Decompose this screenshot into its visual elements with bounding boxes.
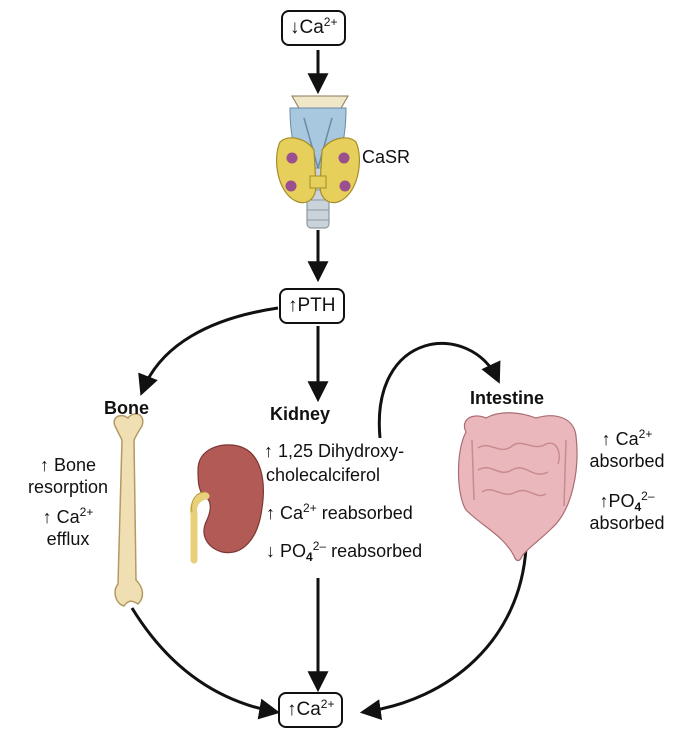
up-arrow-symbol: ↑ bbox=[287, 699, 297, 720]
intestine-effect2-ion: PO bbox=[608, 491, 635, 511]
intestine-illustration bbox=[457, 412, 578, 562]
bone-efflux-charge: 2+ bbox=[79, 505, 94, 519]
kidney-effect3-charge: 2– bbox=[312, 539, 327, 553]
ion-symbol: Ca bbox=[299, 17, 324, 38]
down-arrow-symbol: ↓ bbox=[290, 17, 300, 38]
arrow-intestine-to-ca bbox=[359, 547, 528, 721]
intestine-effect2-sub: 4 bbox=[634, 500, 642, 514]
kidney-effect3-text: reabsorbed bbox=[331, 541, 423, 561]
low-calcium-box: ↓Ca2+ bbox=[281, 10, 347, 46]
pth-label: PTH bbox=[297, 295, 336, 316]
kidney-effect1-line1: 1,25 Dihydroxy- bbox=[278, 441, 405, 461]
intestine-effect1-ion-line: ↑ Ca2+ bbox=[578, 428, 676, 450]
arrow-kidney-to-intestine bbox=[377, 341, 501, 439]
kidney-effect-calcitriol: ↑ 1,25 Dihydroxy- bbox=[264, 440, 404, 462]
intestine-effect1-text: absorbed bbox=[589, 451, 665, 471]
bone-illustration bbox=[113, 413, 144, 607]
down-arrow-symbol: ↓ bbox=[266, 541, 275, 561]
kidney-effect2-text: reabsorbed bbox=[321, 503, 413, 523]
kidney-effect-po4-reabsorbed: ↓ PO42– reabsorbed bbox=[266, 539, 423, 564]
thyroid-gland-illustration bbox=[276, 95, 360, 229]
pth-box: ↑PTH bbox=[279, 288, 345, 324]
up-arrow-symbol: ↑ bbox=[39, 455, 49, 475]
intestine-effect-po4-absorbed: ↑PO42– absorbed bbox=[578, 490, 676, 534]
kidney-effect1-line2: cholecalciferol bbox=[266, 465, 381, 485]
intestine-effect2-charge: 2– bbox=[641, 489, 655, 503]
ion-symbol: Ca bbox=[296, 699, 321, 720]
up-arrow-symbol: ↑ bbox=[266, 503, 275, 523]
kidney-effect2-ion: Ca bbox=[280, 503, 304, 523]
intestine-effect1-ion: Ca bbox=[615, 429, 639, 449]
arrow-pth-to-bone bbox=[138, 306, 279, 396]
ion-charge: 2+ bbox=[323, 15, 338, 29]
bone-effects: ↑ Bone resorption ↑ Ca2+ efflux bbox=[16, 454, 120, 550]
up-arrow-symbol: ↑ bbox=[264, 441, 273, 461]
bone-effect-efflux: ↑ Ca2+ bbox=[16, 506, 120, 528]
kidney-effect-ca-reabsorbed: ↑ Ca2+ reabsorbed bbox=[266, 502, 413, 524]
gland-receptor-label: CaSR bbox=[362, 147, 411, 167]
arrow-bone-to-ca bbox=[130, 607, 281, 720]
kidney-effect3-ion: PO bbox=[280, 541, 307, 561]
ion-charge: 2+ bbox=[320, 697, 335, 711]
up-arrow-symbol: ↑ bbox=[601, 429, 611, 449]
intestine-effect2-ion-line: ↑PO42– bbox=[578, 489, 676, 514]
intestine-title: Intestine bbox=[470, 388, 545, 408]
kidney-effect2-charge: 2+ bbox=[303, 501, 317, 515]
bone-resorption-line2: resorption bbox=[27, 477, 109, 497]
bone-effect-resorption: ↑ Bone bbox=[16, 454, 120, 476]
bone-efflux-ion: Ca bbox=[56, 507, 80, 527]
bone-efflux-line: efflux bbox=[46, 529, 90, 549]
intestine-effect1-charge: 2+ bbox=[638, 427, 653, 441]
kidney-title: Kidney bbox=[270, 404, 331, 424]
kidney-effect3-sub: 4 bbox=[306, 550, 313, 564]
bone-resorption-line1: Bone bbox=[53, 455, 97, 475]
intestine-effect2-text: absorbed bbox=[589, 513, 665, 533]
up-arrow-symbol: ↑ bbox=[599, 491, 609, 511]
up-arrow-symbol: ↑ bbox=[42, 507, 52, 527]
intestine-effect-ca-absorbed: ↑ Ca2+ absorbed bbox=[578, 428, 676, 472]
bone-title: Bone bbox=[104, 398, 149, 418]
high-calcium-box: ↑Ca2+ bbox=[278, 692, 344, 728]
kidney-illustration bbox=[190, 444, 264, 564]
up-arrow-symbol: ↑ bbox=[288, 295, 298, 316]
